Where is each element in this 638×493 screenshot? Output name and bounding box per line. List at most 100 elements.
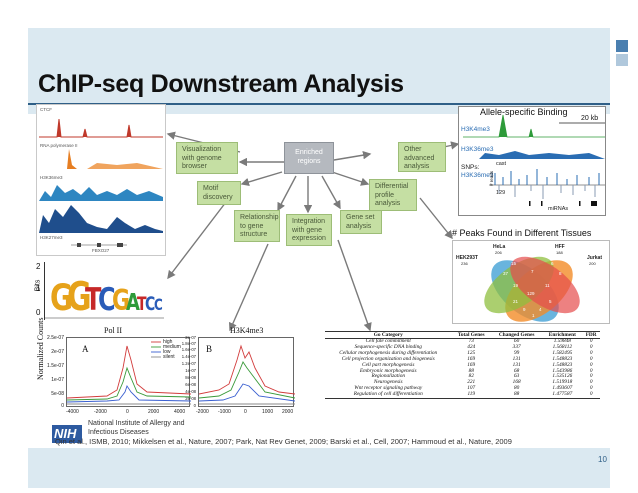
page-number: 10 — [598, 455, 607, 464]
plot-a-xtick: 0 — [126, 409, 129, 415]
venn-number: 5 — [549, 299, 552, 304]
cell: 1.519918 — [552, 379, 573, 386]
track-label-h3k36me3: H3K36me3 — [40, 175, 63, 180]
decor-square — [616, 40, 628, 52]
cell: 73 — [468, 338, 474, 344]
cell: 0 — [589, 373, 593, 380]
cell: 131 — [512, 355, 521, 362]
svg-text:T: T — [137, 293, 147, 314]
plot-a-ytick: 2e-07 — [51, 349, 64, 355]
allele-track-h3k4me3: H3K4me3 — [461, 126, 490, 133]
allele-scale: 20 kb — [581, 115, 599, 122]
cell: 0 — [589, 367, 593, 374]
allele-snps-track: H3K36me3 — [461, 172, 494, 179]
cell: Regulation of cell differentiation — [353, 391, 423, 398]
logo-tick-1: 1 — [36, 284, 41, 293]
plot-b-xtick: -2000 — [196, 409, 209, 415]
cell: 337 — [512, 343, 521, 350]
plot-a-ytick: 1e-07 — [51, 377, 64, 383]
cell: 1.493607 — [552, 385, 573, 392]
venn-number: 15 — [511, 261, 517, 266]
venn-number: 8 — [559, 271, 562, 276]
box-integration: Integration with gene expression — [286, 214, 332, 246]
allele-cast: cast — [496, 161, 507, 167]
cell: 125 — [467, 349, 476, 356]
nih-badge: NIH — [52, 425, 82, 443]
go-header-category: Go Category — [373, 332, 403, 338]
table-row: Cell projection organization and biogene… — [325, 355, 600, 363]
cell: 68 — [514, 367, 520, 374]
plot-a-svg — [66, 341, 192, 405]
allele-snps-label: SNPs: — [461, 164, 480, 171]
plot-a-xtick: -2000 — [94, 409, 107, 415]
genome-tracks-svg — [39, 118, 163, 247]
plot-a-title: Pol II — [104, 326, 122, 335]
plot-a-ytick: 0 — [61, 403, 64, 409]
venn-number: 17 — [579, 285, 585, 290]
cell: 168 — [512, 379, 521, 386]
plot-b-letter: B — [206, 344, 213, 354]
venn-number: 7 — [531, 269, 534, 274]
cell: 1.543986 — [552, 367, 573, 374]
cell: 99 — [514, 349, 520, 356]
allele-ylabel: # reads — [489, 170, 495, 187]
svg-text:A: A — [126, 289, 141, 316]
venn-number: 37 — [503, 271, 509, 276]
cell: 0 — [589, 355, 593, 362]
track-label-gene: FBXO27 — [92, 248, 110, 253]
plot-b-ytick: 1e-07 — [185, 368, 196, 373]
venn-number: 73 — [483, 285, 489, 290]
svg-text:T: T — [85, 281, 101, 318]
cell: 0 — [589, 379, 593, 386]
track-label-polii: RNA polymerase II — [40, 143, 78, 148]
cell: 1.477587 — [552, 391, 573, 398]
venn-title: # Peaks Found in Different Tissues — [452, 228, 592, 238]
cell: 0 — [589, 343, 593, 350]
legend-low: low — [163, 349, 171, 355]
venn-panel: HeLa 206 HFF 188 HEK293T 236 Jurkat 200 … — [452, 240, 610, 324]
go-header-fdr: FDR — [585, 332, 597, 338]
venn-number: 4 — [539, 307, 542, 312]
venn-count-jurkat: 200 — [589, 261, 596, 266]
plot-b-ytick: 4e-08 — [185, 389, 196, 394]
plot-a-ytick: 1.5e-07 — [47, 363, 64, 369]
cell: Neurogenesis — [373, 379, 403, 386]
genome-tracks-panel: CTCF RNA polymerase II H3K36me3 H3K27me3… — [36, 104, 166, 256]
venn-count-hela: 206 — [495, 250, 502, 255]
logo-letters-svg: G G T C G A T C C — [44, 275, 164, 320]
plot-b-xtick: 1000 — [262, 409, 274, 415]
plot-b-xtick: -1000 — [218, 409, 231, 415]
plot-a-ytick: 2.5e-07 — [47, 335, 64, 341]
cell: Cell fate commitment — [365, 338, 411, 344]
legend-high: high — [163, 339, 173, 345]
svg-text:C: C — [98, 281, 116, 318]
cell: 0 — [589, 385, 593, 392]
go-table: Go Category Total Genes Changed Genes En… — [325, 331, 600, 439]
logo-axis — [44, 262, 45, 320]
cell: Cell projection organization and biogene… — [341, 355, 435, 362]
allele-mirnas: miRNAs — [548, 206, 569, 212]
venn-svg — [484, 256, 580, 322]
motif-logo: Bits 2 1 0 G G T C G A T C C — [34, 262, 164, 320]
cell: 1.582495 — [552, 349, 573, 356]
plot-b-ytick: 2e-08 — [185, 396, 196, 401]
plot-b-title: H3K4me3 — [230, 326, 264, 335]
citations: Qin et al., ISMB, 2010; Mikkelsen et al.… — [55, 437, 512, 446]
cell: Embryonic morphogenesis — [359, 367, 417, 374]
plot-b-ytick: 1.8e-07 — [181, 341, 196, 346]
cell: 1.568112 — [552, 343, 573, 350]
cell: 169 — [467, 355, 476, 362]
cell: 80 — [514, 385, 520, 392]
track-label-h3k27me3: H3K27me3 — [40, 235, 63, 240]
box-relationship: Relationship to gene structure — [234, 210, 280, 242]
venn-set-hff: HFF — [555, 244, 565, 250]
allele-tracks-svg — [463, 114, 605, 206]
svg-text:C: C — [145, 293, 155, 314]
plot-b-area — [198, 337, 296, 407]
venn-number: 129 — [527, 291, 535, 296]
go-header-total: Total Genes — [457, 332, 485, 338]
box-other-advanced: Other advanced analysis — [398, 142, 446, 172]
